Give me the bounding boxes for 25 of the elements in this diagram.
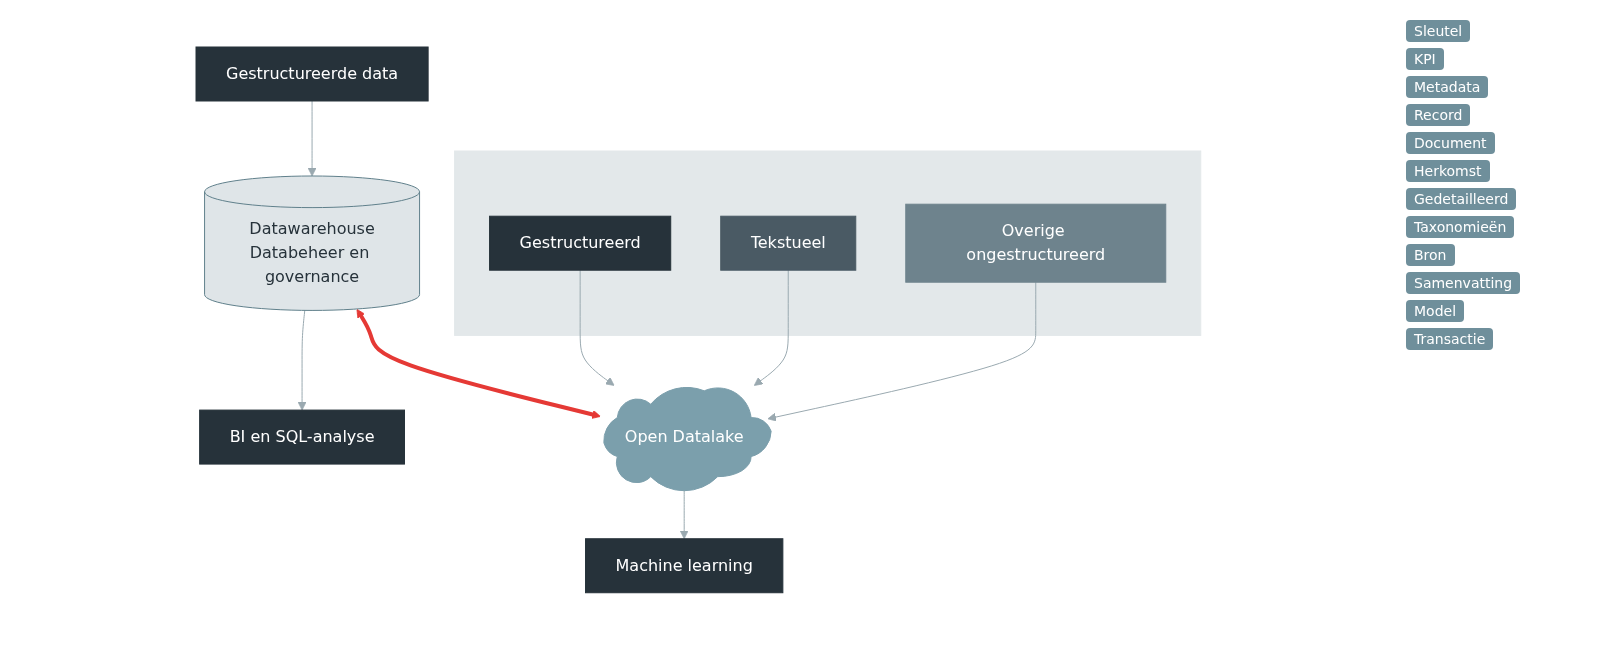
node-box: BI en SQL-analyse <box>198 409 405 465</box>
keyword-tag: Document <box>1406 132 1495 154</box>
arrow <box>753 269 789 386</box>
arrow <box>297 310 307 411</box>
keyword-tag: Herkomst <box>1406 160 1490 182</box>
node-box: Gestructureerd <box>488 215 671 271</box>
node-box: Machine learning <box>584 538 783 594</box>
keyword-tag: Model <box>1406 300 1465 322</box>
arrow <box>356 309 601 419</box>
node-box: Overige ongestructureerd <box>904 203 1166 283</box>
keyword-tag: Metadata <box>1406 76 1489 98</box>
keyword-tag: KPI <box>1406 48 1444 70</box>
arrow <box>579 269 615 386</box>
keyword-tag: Samenvatting <box>1406 272 1521 294</box>
keyword-tag: Taxonomieën <box>1406 216 1515 238</box>
keyword-tag: Transactie <box>1406 328 1494 350</box>
cluster <box>453 150 1201 337</box>
keyword-tag: Gedetailleerd <box>1406 188 1517 210</box>
keyword-tag: Bron <box>1406 244 1455 266</box>
keyword-tag: Record <box>1406 104 1471 126</box>
arrow <box>767 281 1036 422</box>
node-box: Tekstueel <box>719 215 856 271</box>
node-box: Gestructureerde data <box>195 46 429 102</box>
arrow <box>307 100 317 177</box>
keyword-tag: Sleutel <box>1406 20 1471 42</box>
